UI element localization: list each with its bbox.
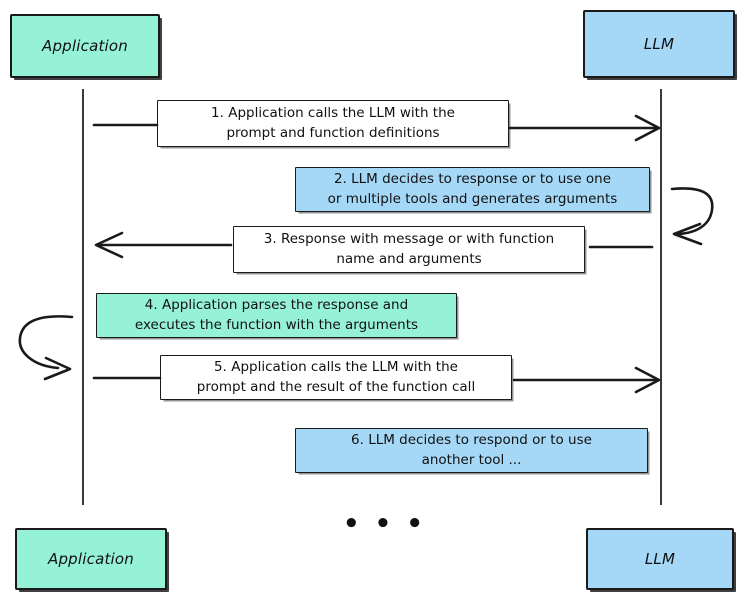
message-text-1: 1. Application calls the LLM with the pr… (211, 105, 455, 141)
message-box-5[interactable]: 5. Application calls the LLM with the pr… (160, 355, 512, 400)
message-text-5: 5. Application calls the LLM with the pr… (196, 359, 476, 395)
participant-llm-top[interactable]: LLM (583, 10, 735, 78)
participant-application-top-label: Application (41, 37, 128, 55)
message-box-4[interactable]: 4. Application parses the response and e… (96, 293, 457, 338)
participant-application-bottom[interactable]: Application (15, 528, 167, 590)
message-text-2: 2. LLM decides to response or to use one… (327, 171, 618, 207)
participant-application-bottom-label: Application (47, 550, 134, 568)
message-text-6: 6. LLM decides to respond or to use anot… (351, 432, 592, 468)
lifeline-application (82, 89, 84, 505)
message-box-1[interactable]: 1. Application calls the LLM with the pr… (157, 100, 509, 147)
message-text-4: 4. Application parses the response and e… (134, 297, 419, 333)
message-box-3[interactable]: 3. Response with message or with functio… (233, 226, 585, 273)
participant-llm-bottom[interactable]: LLM (586, 528, 734, 590)
continuation-ellipsis: • • • (343, 509, 426, 539)
message-box-2[interactable]: 2. LLM decides to response or to use one… (295, 167, 650, 212)
message-box-6[interactable]: 6. LLM decides to respond or to use anot… (295, 428, 648, 473)
arrow-message-4-self-loop (18, 315, 74, 381)
participant-application-top[interactable]: Application (10, 14, 160, 78)
participant-llm-top-label: LLM (643, 35, 675, 53)
message-text-3: 3. Response with message or with functio… (263, 231, 555, 267)
lifeline-llm (660, 89, 662, 505)
participant-llm-bottom-label: LLM (644, 550, 676, 568)
arrow-message-2-self-loop (670, 187, 714, 246)
